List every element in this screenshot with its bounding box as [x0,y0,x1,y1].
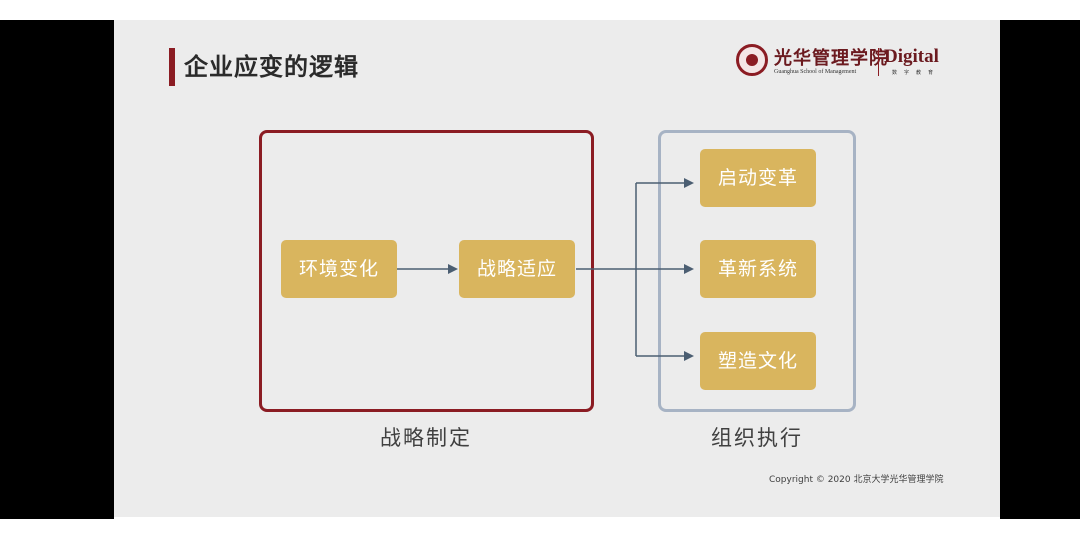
flow-arrows [397,178,694,361]
right-letterbox [1000,20,1080,519]
node-strategy-adaptation: 战略适应 [459,240,575,298]
node-reform-system: 革新系统 [700,240,816,298]
logo-digital: Digital [884,46,939,67]
logo-english-name: Guanghua School of Management [774,69,857,75]
execution-frame [658,130,856,412]
node-shape-culture: 塑造文化 [700,332,816,390]
title-accent-bar [169,48,175,86]
logo-chinese-name: 光华管理学院 [774,48,888,69]
slide-title: 企业应变的逻辑 [184,53,359,81]
node-environment-change: 环境变化 [281,240,397,298]
copyright-text: Copyright © 2020 北京大学光华管理学院 [769,475,944,485]
guanghua-logo: 光华管理学院 Guanghua School of Management Dig… [736,42,956,82]
node-start-change: 启动变革 [700,149,816,207]
strategy-frame [259,130,594,412]
execution-label: 组织执行 [711,426,803,450]
logo-divider [878,48,879,76]
left-letterbox [0,20,114,519]
university-seal-icon [736,44,768,76]
strategy-label: 战略制定 [380,426,472,450]
slide: 企业应变的逻辑 光华管理学院 Guanghua School of Manage… [114,20,1000,517]
top-band [0,0,1080,20]
logo-digital-sub: 数字教育 [892,70,941,76]
bottom-band [0,519,1080,540]
